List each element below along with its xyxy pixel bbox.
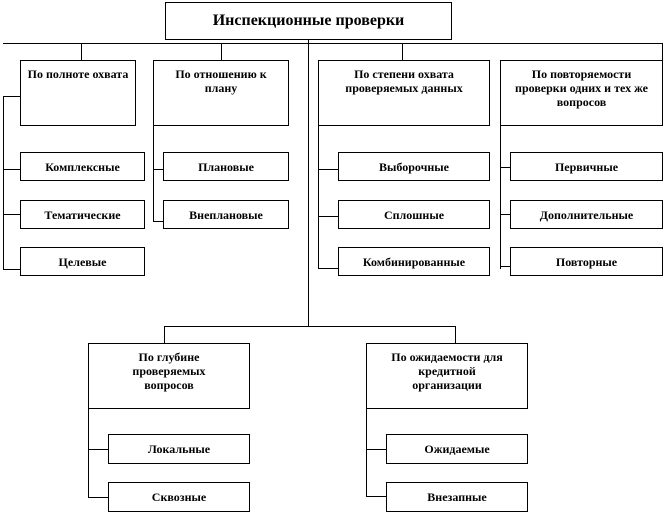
item-primary: Первичные (510, 152, 663, 181)
connector-line (318, 216, 338, 217)
connector-line (3, 214, 20, 215)
item-combined: Комбинированные (338, 247, 490, 276)
item-sudden: Внезапные (386, 482, 528, 512)
item-planned: Плановые (163, 152, 289, 181)
item-thematic: Тематические (20, 200, 145, 229)
item-label: Внеплановые (189, 207, 263, 222)
item-label: Внезапные (427, 490, 487, 504)
item-label: Целевые (58, 254, 107, 269)
item-label: Сплошные (383, 207, 445, 222)
connector-line (3, 269, 20, 270)
connector-line (3, 96, 4, 270)
category-depth: По глубине проверяемых вопросов (88, 343, 250, 409)
item-label: Выборочные (379, 159, 449, 174)
category-label: По ожидаемости для кредитной организации (391, 350, 503, 392)
item-unplanned: Внеплановые (163, 200, 289, 229)
root-title: Инспекционные проверки (165, 2, 452, 40)
item-label: Плановые (198, 159, 254, 174)
item-expected: Ожидаемые (386, 434, 528, 464)
connector-line (164, 326, 456, 327)
category-data-coverage: По степени охвата проверяемых данных (318, 60, 490, 126)
connector-line (153, 92, 154, 222)
connector-line (455, 326, 456, 343)
item-continuous: Сплошные (338, 200, 490, 229)
category-plan: По отношению к плану (153, 60, 289, 126)
connector-line (164, 326, 165, 343)
connector-line (366, 496, 386, 497)
item-label: Локальные (147, 442, 211, 456)
item-label: Тематические (44, 207, 121, 222)
connector-line (662, 43, 663, 60)
connector-line (318, 126, 319, 269)
category-label: По отношению к плану (175, 67, 267, 95)
item-additional: Дополнительные (510, 200, 663, 229)
item-targeted: Целевые (20, 247, 145, 276)
category-label: По глубине проверяемых вопросов (132, 350, 206, 392)
item-local: Локальные (108, 434, 250, 464)
connector-line (500, 214, 510, 215)
connector-line (153, 169, 163, 170)
connector-line (88, 497, 108, 498)
connector-line (81, 43, 82, 60)
category-expectedness: По ожидаемости для кредитной организации (366, 343, 528, 409)
connector-line (88, 449, 108, 450)
connector-line (3, 169, 20, 170)
item-selective: Выборочные (338, 152, 490, 181)
connector-line (221, 43, 222, 60)
item-label: Дополнительные (539, 207, 634, 222)
item-label: Повторные (555, 254, 618, 269)
item-label: Сквозные (151, 490, 207, 504)
connector-line (3, 96, 20, 97)
connector-line (366, 449, 386, 450)
connector-line (3, 43, 663, 44)
connector-line (500, 167, 510, 168)
connector-line (500, 126, 501, 269)
connector-line (308, 40, 309, 326)
category-completeness: По полноте охвата (20, 60, 136, 126)
connector-line (500, 266, 510, 267)
category-label: По полноте охвата (27, 67, 129, 81)
connector-line (153, 221, 163, 222)
item-end-to-end: Сквозные (108, 482, 250, 512)
category-repeatability: По повторяемости проверки одних и тех же… (500, 60, 663, 126)
item-label: Комбинированные (362, 254, 466, 269)
connector-line (318, 169, 338, 170)
item-complex: Комплексные (20, 152, 145, 181)
root-title-text: Инспекционные проверки (212, 12, 405, 29)
category-label: По повторяемости проверки одних и тех же… (515, 67, 648, 109)
connector-line (366, 405, 367, 497)
item-label: Комплексные (45, 159, 120, 174)
connector-line (318, 268, 338, 269)
item-label: Первичные (554, 159, 619, 174)
connector-line (402, 43, 403, 60)
category-label: По степени охвата проверяемых данных (345, 67, 463, 95)
item-label: Ожидаемые (424, 442, 490, 456)
item-repeated: Повторные (510, 247, 663, 276)
